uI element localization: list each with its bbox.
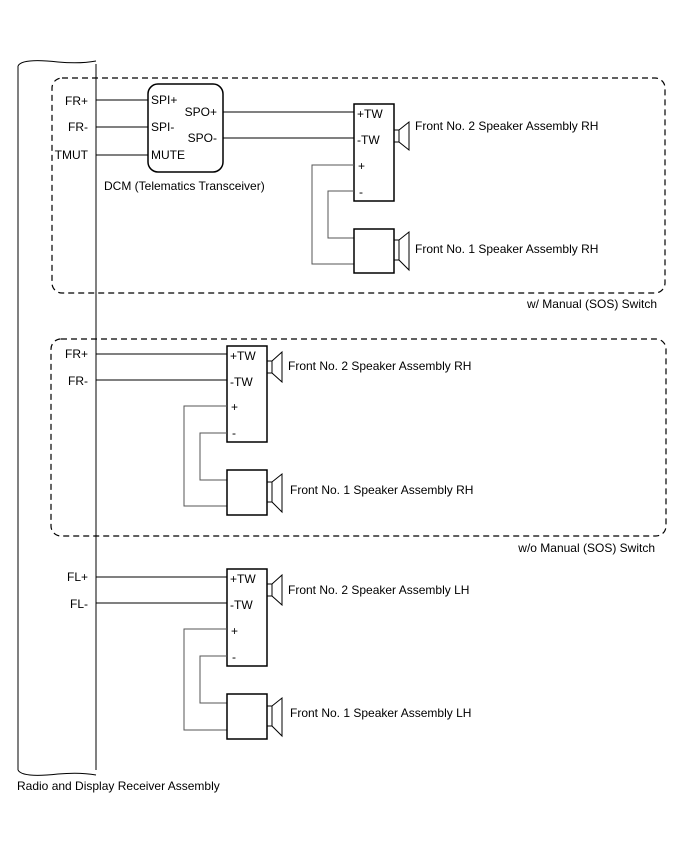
speaker-front1-lh-label: Front No. 1 Speaker Assembly LH: [290, 706, 471, 720]
spk-pin-minus-3: -: [232, 650, 236, 664]
speaker-front1-rh-label-2: Front No. 1 Speaker Assembly RH: [290, 483, 473, 497]
dcm-pin-spi-minus: SPI-: [151, 120, 174, 134]
dcm-pin-spi-plus: SPI+: [151, 93, 177, 107]
radio-receiver-assembly: [17, 60, 97, 776]
speaker-front1-lh: [226, 693, 283, 740]
spk-pin-tw-minus-2: -TW: [230, 375, 253, 389]
speaker-front2-rh-label-2: Front No. 2 Speaker Assembly RH: [288, 359, 471, 373]
pin-fr-minus-2: FR-: [68, 374, 88, 388]
spk-pin-tw-plus: +TW: [357, 107, 383, 121]
speaker-front2-rh-2: [226, 345, 283, 443]
dcm-label: DCM (Telematics Transceiver): [104, 179, 265, 193]
radio-receiver-label: Radio and Display Receiver Assembly: [17, 779, 220, 793]
pin-fr-plus-2: FR+: [65, 347, 88, 361]
spk-pin-plus-2: +: [231, 400, 238, 414]
spk-pin-tw-minus-3: -TW: [230, 598, 253, 612]
section-without-switch-label: w/o Manual (SOS) Switch: [517, 541, 655, 555]
wire-minus-loop-2: [199, 432, 227, 481]
section-with-switch-label: w/ Manual (SOS) Switch: [526, 297, 657, 311]
spk-pin-plus-3: +: [231, 624, 238, 638]
pin-fr-minus: FR-: [68, 120, 88, 134]
section-with-switch-border: [51, 77, 666, 294]
dcm-pin-spo-plus: SPO+: [185, 105, 217, 119]
speaker-front1-rh-1: [353, 228, 410, 274]
wire-plus-loop-2: [183, 405, 227, 507]
spk-pin-tw-plus-3: +TW: [230, 572, 256, 586]
pin-fl-minus: FL-: [70, 597, 88, 611]
section-without-switch-border: [50, 338, 667, 537]
dcm-pin-mute: MUTE: [151, 148, 185, 162]
speaker-front1-rh-label-1: Front No. 1 Speaker Assembly RH: [415, 242, 598, 256]
spk-pin-tw-plus-2: +TW: [230, 349, 256, 363]
wire-plus-loop-3: [183, 628, 227, 731]
spk-pin-minus: -: [359, 185, 363, 199]
spk-pin-minus-2: -: [232, 426, 236, 440]
wire-minus-loop-1: [327, 190, 354, 239]
speaker-front2-rh-1: [353, 103, 410, 202]
pin-fr-plus: FR+: [65, 94, 88, 108]
dcm-box: [147, 83, 224, 173]
spk-pin-tw-minus: -TW: [357, 133, 380, 147]
speaker-front2-lh: [226, 568, 283, 667]
speaker-front2-rh-label-1: Front No. 2 Speaker Assembly RH: [415, 119, 598, 133]
pin-tmut: TMUT: [55, 148, 89, 162]
pin-fl-plus: FL+: [67, 570, 88, 584]
wire-minus-loop-3: [199, 655, 227, 704]
wire-plus-loop-1: [311, 164, 354, 265]
speaker-front1-rh-2: [226, 469, 283, 516]
speaker-front2-lh-label: Front No. 2 Speaker Assembly LH: [288, 583, 469, 597]
dcm-pin-spo-minus: SPO-: [188, 131, 217, 145]
spk-pin-plus: +: [358, 159, 365, 173]
